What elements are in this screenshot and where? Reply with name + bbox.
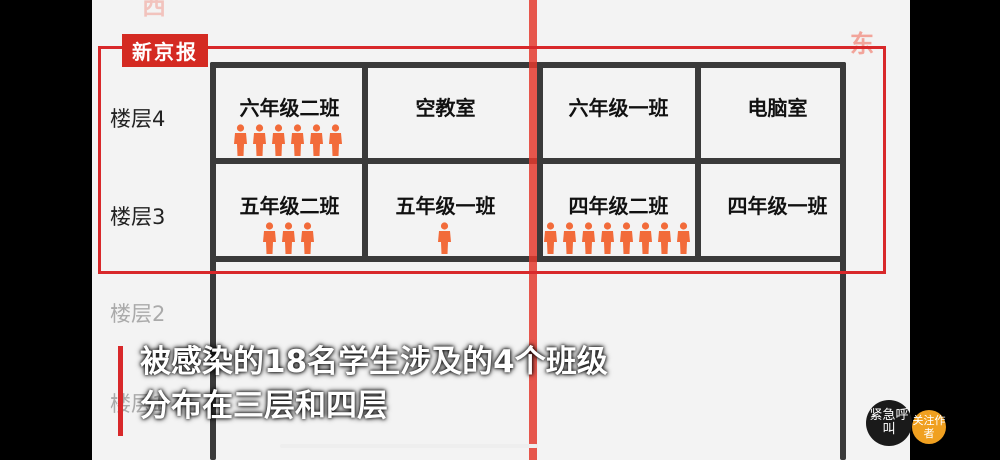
person-icon [289,124,306,160]
person-icon [637,222,654,258]
room-label: 电脑室 [747,96,808,120]
person-icon [599,222,616,258]
channel-logo[interactable]: 紧急呼叫 [866,400,912,446]
floor-line [210,158,846,164]
caption: 被感染的18名学生涉及的4个班级 分布在三层和四层 [140,340,608,428]
person-icon [436,222,453,258]
floor-line [210,256,846,262]
video-frame: 西 东 新京报 楼层4 楼层3 楼层2 楼层1 六年级二班空教室六年级一班电脑室… [92,0,910,460]
room-label: 五年级一班 [395,194,496,218]
person-icon [561,222,578,258]
infected-students [232,124,344,160]
person-icon [618,222,635,258]
person-icon [251,124,268,160]
infected-students [542,222,692,258]
person-icon [232,124,249,160]
room-label: 四年级二班 [568,194,669,218]
brand-logo: 新京报 [122,34,208,67]
room-label: 四年级一班 [727,194,828,218]
caption-bar [118,346,123,436]
highlight-box [98,46,886,274]
compass-east: 东 [850,30,874,58]
room-label: 六年级二班 [239,96,340,120]
person-icon [327,124,344,160]
infected-students [261,222,316,258]
room-label: 五年级二班 [239,194,340,218]
room-label: 空教室 [415,96,476,120]
person-icon [280,222,297,258]
room-label: 六年级一班 [568,96,669,120]
person-icon [261,222,278,258]
person-icon [656,222,673,258]
caption-line-1: 被感染的18名学生涉及的4个班级 [140,344,608,380]
floor-label-4: 楼层4 [110,107,166,131]
floor-label-2: 楼层2 [110,302,166,326]
follow-button[interactable]: 关注作者 [912,410,946,444]
person-icon [299,222,316,258]
person-icon [580,222,597,258]
person-icon [542,222,559,258]
compass-west: 西 [142,0,166,20]
floor-label-3: 楼层3 [110,205,166,229]
caption-line-2: 分布在三层和四层 [140,388,388,424]
floor-line [210,62,846,68]
person-icon [675,222,692,258]
infected-students [436,222,453,258]
person-icon [308,124,325,160]
progress-bar[interactable] [280,444,538,448]
divider-line [529,0,537,460]
person-icon [270,124,287,160]
